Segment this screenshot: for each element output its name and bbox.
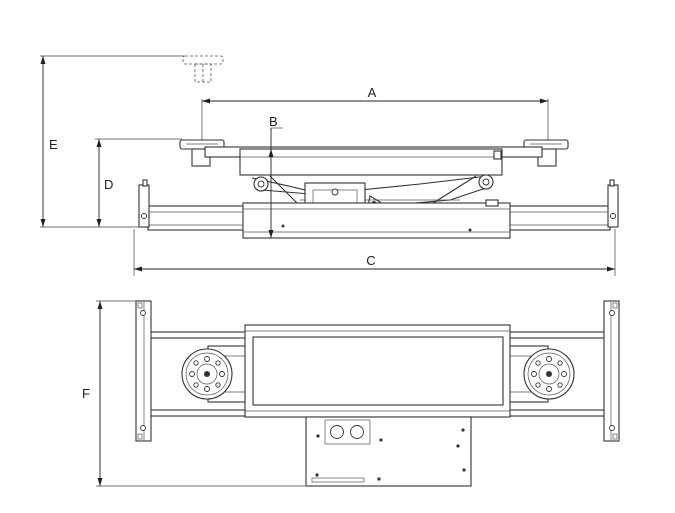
control-plate [305, 416, 472, 487]
left-end-plate [135, 300, 152, 442]
dimension-c: C [133, 229, 616, 276]
lower-beam [147, 199, 611, 239]
central-body [244, 324, 511, 418]
dimension-a: A [201, 85, 549, 140]
dimension-c-label: C [366, 253, 375, 268]
right-pad-top-view [523, 348, 575, 400]
dimension-e-label: E [49, 137, 58, 152]
right-end-bracket [607, 179, 619, 228]
side-view: A B C D [40, 55, 619, 276]
dimension-b-label: B [269, 114, 278, 129]
left-end-bracket [138, 179, 150, 228]
dimension-e: E [40, 55, 184, 228]
top-view: F [82, 300, 620, 487]
right-end-plate [603, 300, 620, 442]
dimension-f-label: F [82, 386, 90, 401]
dimension-d: D [95, 138, 182, 228]
dimension-d-label: D [104, 177, 113, 192]
raised-pad-dashed [182, 55, 224, 83]
dimension-a-label: A [368, 85, 377, 100]
dimension-f: F [82, 300, 308, 487]
dimension-b: B [268, 114, 283, 238]
top-arm [204, 146, 543, 176]
left-pad-top-view [181, 348, 233, 400]
